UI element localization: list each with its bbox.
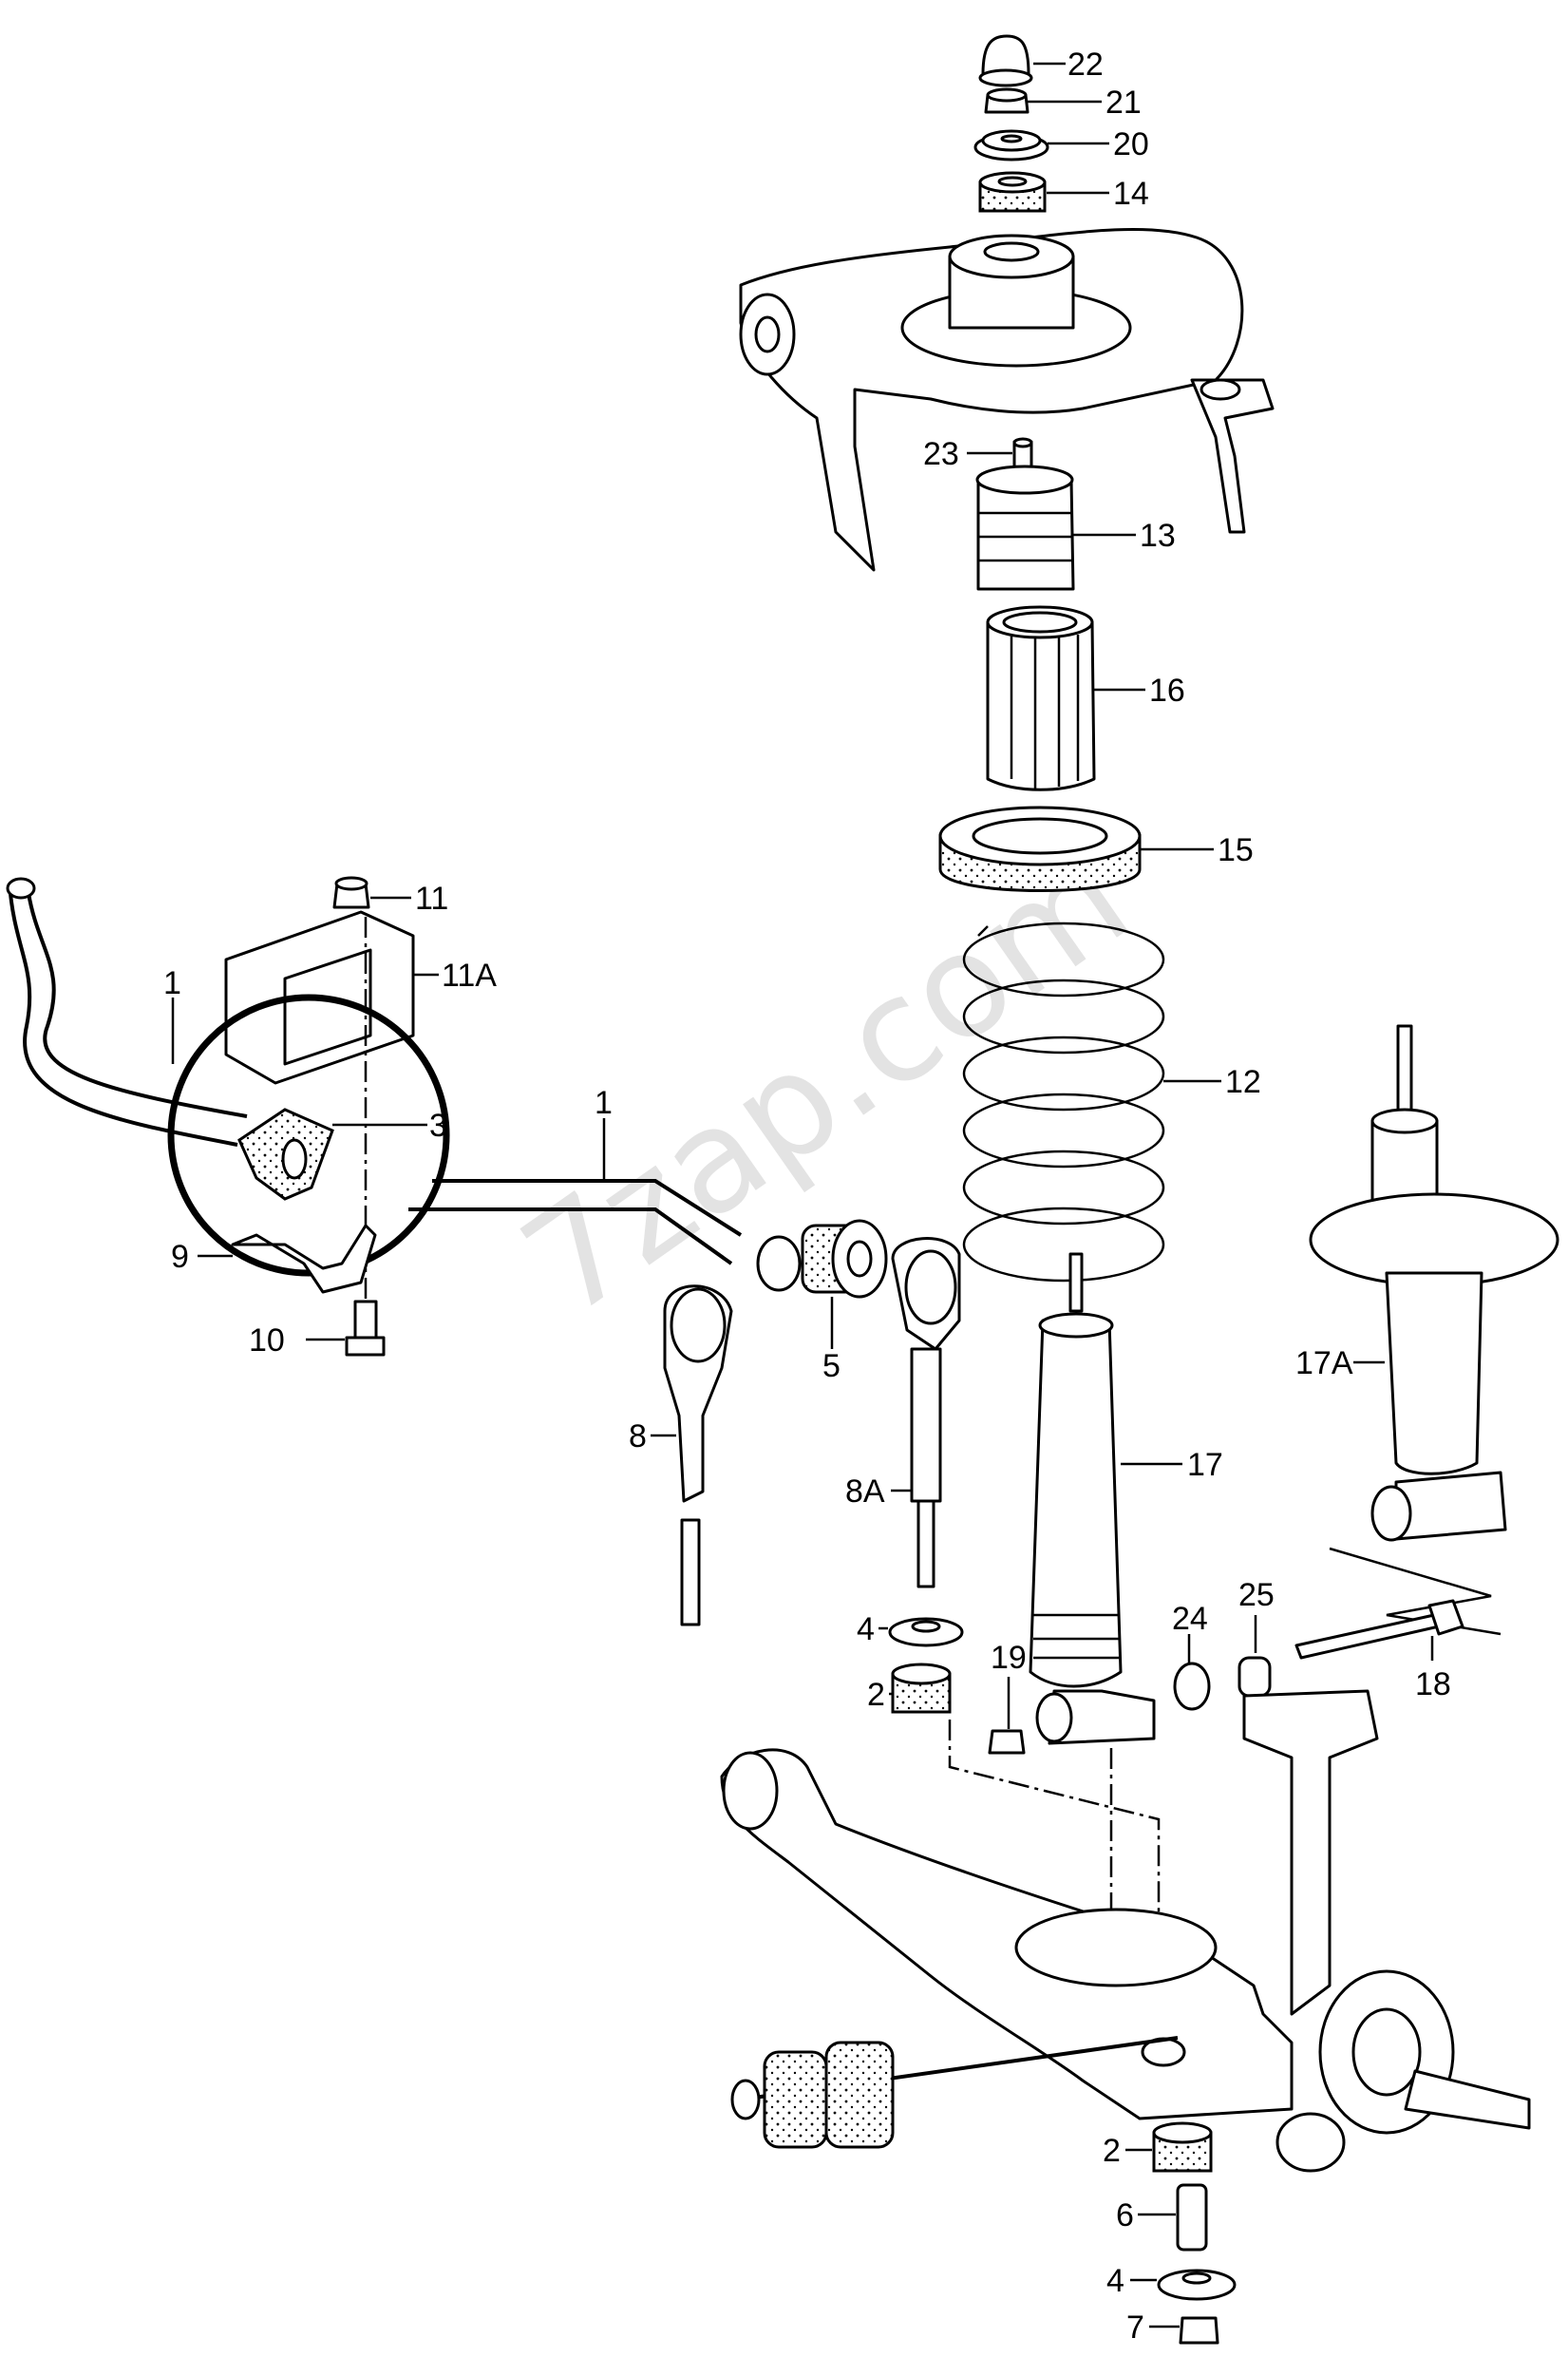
label-21: 21 xyxy=(1105,85,1142,121)
link-8[interactable] xyxy=(663,1284,733,1626)
label-20: 20 xyxy=(1113,126,1149,162)
rubber-mount-3[interactable] xyxy=(237,1108,334,1201)
cap-nut-22[interactable] xyxy=(978,34,1033,87)
stabilizer-bar-1[interactable] xyxy=(6,877,802,1292)
label-15: 15 xyxy=(1218,832,1254,868)
label-3: 3 xyxy=(429,1108,447,1144)
steering-knuckle[interactable] xyxy=(1242,1689,1531,2173)
lower-control-arm[interactable] xyxy=(720,1748,1294,2120)
label-12: 12 xyxy=(1225,1064,1261,1100)
link-8A[interactable] xyxy=(891,1237,961,1588)
strut-rod[interactable] xyxy=(730,2036,1179,2149)
label-17: 17 xyxy=(1187,1447,1223,1483)
label-14: 14 xyxy=(1113,176,1149,212)
nut-7[interactable] xyxy=(1179,2316,1219,2345)
label-23: 23 xyxy=(923,436,959,472)
bushing-2-lower[interactable] xyxy=(1152,2121,1213,2173)
shock-absorber-17[interactable] xyxy=(1029,1252,1156,1745)
hex-nut-21[interactable] xyxy=(984,87,1030,114)
label-9: 9 xyxy=(171,1239,189,1275)
label-6: 6 xyxy=(1116,2197,1134,2233)
bracket-9[interactable] xyxy=(231,1224,377,1294)
bolt-18[interactable] xyxy=(1294,1599,1464,1660)
label-22: 22 xyxy=(1067,47,1104,83)
label-18: 18 xyxy=(1415,1666,1451,1702)
label-4-lower: 4 xyxy=(1106,2263,1124,2299)
bushing-25[interactable] xyxy=(1237,1656,1272,1698)
label-24: 24 xyxy=(1172,1601,1208,1637)
label-8: 8 xyxy=(629,1418,647,1454)
label-2-lower: 2 xyxy=(1103,2133,1121,2169)
protective-sleeve-16[interactable] xyxy=(986,605,1096,791)
label-11: 11 xyxy=(415,881,448,917)
bushing-24[interactable] xyxy=(1173,1662,1211,1711)
label-4-upper: 4 xyxy=(857,1611,875,1647)
label-8A: 8A xyxy=(845,1473,885,1510)
nut-19[interactable] xyxy=(988,1729,1026,1755)
label-10: 10 xyxy=(249,1322,285,1359)
label-1-left: 1 xyxy=(163,965,181,1001)
washer-4-lower[interactable] xyxy=(1157,2269,1237,2301)
bolt-10[interactable] xyxy=(345,1300,386,1357)
label-17A: 17A xyxy=(1295,1345,1353,1381)
label-13: 13 xyxy=(1140,518,1176,554)
shock-absorber-17A[interactable] xyxy=(1309,1024,1559,1636)
spring-seat-15[interactable] xyxy=(938,806,1142,892)
label-5: 5 xyxy=(822,1348,841,1384)
label-1-middle: 1 xyxy=(595,1085,613,1121)
label-7: 7 xyxy=(1126,2309,1144,2346)
washer-20[interactable] xyxy=(973,129,1049,162)
coil-spring-12[interactable] xyxy=(962,922,1165,1283)
bushing-5[interactable] xyxy=(801,1219,888,1299)
spacer-6[interactable] xyxy=(1176,2183,1208,2252)
label-25: 25 xyxy=(1238,1577,1275,1613)
hex-nut-11[interactable] xyxy=(332,876,370,909)
label-11A: 11A xyxy=(442,958,497,994)
bushing-2-upper[interactable] xyxy=(891,1663,952,1714)
part-labels: 22 21 20 14 23 13 16 15 11 11A 1 1 3 12 … xyxy=(163,47,1451,2346)
washer-4-upper[interactable] xyxy=(888,1617,964,1647)
upper-control-arm[interactable] xyxy=(739,227,1275,572)
leader-lines xyxy=(171,62,1434,2328)
label-19: 19 xyxy=(991,1640,1027,1676)
label-16: 16 xyxy=(1149,673,1185,709)
label-2-upper: 2 xyxy=(867,1677,885,1713)
bump-stop-13[interactable] xyxy=(975,465,1075,591)
rubber-bushing-14[interactable] xyxy=(978,171,1047,213)
